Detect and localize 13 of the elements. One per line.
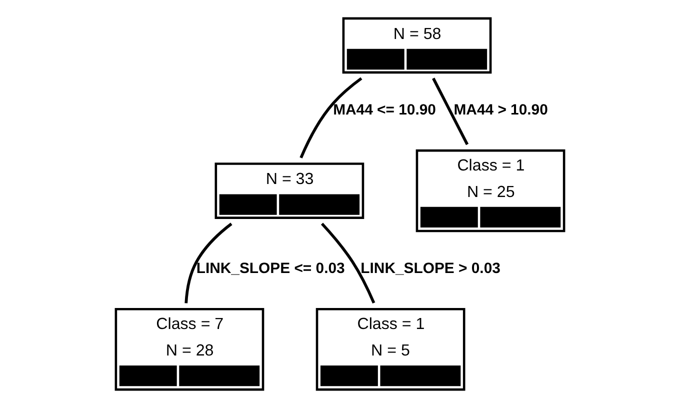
connector bbox=[320, 222, 376, 304]
edge-label: LINK_SLOPE <= 0.03 bbox=[196, 260, 345, 277]
node-box: Class = 1 N = 5 bbox=[316, 308, 466, 391]
connector bbox=[184, 222, 232, 304]
node-box: N = 58 bbox=[342, 17, 492, 74]
connector bbox=[300, 77, 362, 158]
node-box: N = 33 bbox=[214, 162, 364, 219]
connector bbox=[432, 78, 469, 146]
edge-label: MA44 <= 10.90 bbox=[333, 101, 436, 118]
edge-label: LINK_SLOPE > 0.03 bbox=[360, 260, 500, 277]
node-box: Class = 7 N = 28 bbox=[114, 308, 264, 391]
node-box: Class = 1 N = 25 bbox=[416, 149, 566, 232]
edge-label: MA44 > 10.90 bbox=[454, 101, 548, 118]
